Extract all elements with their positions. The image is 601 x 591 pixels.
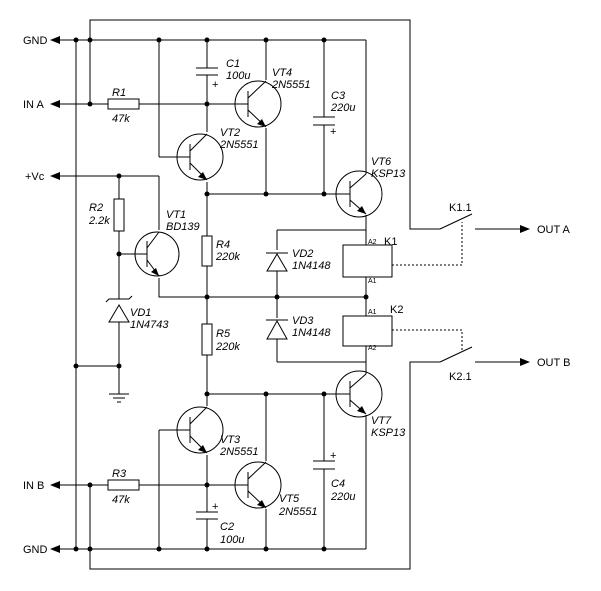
out-a-label: OUT A (537, 224, 570, 236)
resistor-r4 (201, 235, 213, 267)
capacitor-c1 (196, 60, 218, 83)
r3-value: 47k (112, 494, 130, 506)
vt1-value: BD139 (166, 221, 200, 233)
vt5-ref: VT5 (279, 493, 300, 505)
in-b-label: IN B (23, 480, 44, 492)
resistor-r1 (107, 98, 140, 110)
transistor-vt1 (133, 231, 180, 277)
resistor-r5 (201, 323, 213, 356)
vt5-value: 2N5551 (278, 506, 318, 518)
resistor-r2 (113, 198, 125, 232)
transistor-vt7 (335, 370, 383, 418)
k1-pin-a1: A1 (368, 278, 377, 285)
k2-pin-a2: A2 (368, 345, 377, 352)
k1-pin-a2: A2 (368, 239, 377, 246)
r3-ref: R3 (112, 468, 127, 480)
k2-pin-a1: A1 (368, 309, 377, 316)
wiring (58, 19, 520, 570)
junction-dots (73, 37, 369, 552)
capacitor-c4 (313, 460, 335, 470)
transistor-vt4 (234, 80, 282, 128)
c3-polarity: + (330, 126, 336, 138)
relay-coil-k1 (342, 244, 393, 278)
vt2-ref: VT2 (220, 127, 240, 139)
vt4-ref: VT4 (272, 67, 292, 79)
gnd-bottom-label: GND (23, 544, 48, 556)
relay-coil-k2 (342, 315, 393, 347)
k2-ref: K2 (390, 304, 403, 316)
transistor-vt6 (335, 170, 383, 218)
terminal-arrows (50, 36, 530, 553)
relay-mechanical-links (392, 222, 463, 352)
capacitor-c3 (313, 116, 335, 126)
vt3-value: 2N5551 (219, 446, 259, 458)
c2-ref: C2 (220, 521, 234, 533)
c2-value: 100u (220, 534, 244, 546)
r5-ref: R5 (216, 328, 231, 340)
c2-polarity: + (212, 501, 218, 513)
r4-ref: R4 (216, 239, 230, 251)
vt6-value: KSP13 (371, 168, 406, 180)
c4-value: 220u (330, 491, 355, 503)
c4-polarity: + (330, 450, 336, 462)
vc-label: +Vc (25, 171, 45, 183)
vd2-value: 1N4148 (292, 260, 331, 272)
vt6-ref: VT6 (371, 156, 392, 168)
zener-vd1 (105, 295, 133, 323)
r1-ref: R1 (112, 87, 126, 99)
vt1-ref: VT1 (166, 209, 186, 221)
gnd-top-label: GND (23, 35, 48, 47)
vd2-ref: VD2 (292, 248, 313, 260)
vt2-value: 2N5551 (219, 139, 259, 151)
c1-polarity: + (212, 79, 218, 91)
diode-vd2 (266, 252, 288, 272)
capacitor-c2 (196, 508, 218, 531)
resistor-r3 (107, 479, 140, 491)
ground-icon (109, 393, 129, 403)
vt3-ref: VT3 (220, 434, 241, 446)
transistor-vt2 (176, 133, 224, 181)
c1-ref: C1 (226, 58, 240, 70)
r2-ref: R2 (89, 202, 103, 214)
vd3-value: 1N4148 (292, 327, 331, 339)
vt7-value: KSP13 (371, 427, 406, 439)
k1-ref: K1 (384, 236, 397, 248)
vd1-ref: VD1 (130, 307, 151, 319)
c4-ref: C4 (331, 478, 345, 490)
out-b-label: OUT B (537, 357, 570, 369)
transistor-vt3 (176, 406, 224, 454)
k2-contact: K2.1 (449, 371, 472, 383)
r5-value: 220k (215, 341, 240, 353)
vt4-value: 2N5551 (271, 79, 311, 91)
c3-value: 220u (330, 102, 355, 114)
r2-value: 2.2k (88, 215, 110, 227)
vt7-ref: VT7 (371, 415, 392, 427)
vd1-value: 1N4743 (130, 319, 169, 331)
c1-value: 100u (226, 70, 250, 82)
transistor-vt5 (234, 461, 282, 509)
in-a-label: IN A (23, 99, 44, 111)
r4-value: 220k (215, 251, 240, 263)
c3-ref: C3 (331, 90, 346, 102)
vd3-ref: VD3 (292, 315, 314, 327)
k1-contact: K1.1 (449, 202, 472, 214)
diode-vd3 (266, 319, 288, 340)
r1-value: 47k (112, 113, 130, 125)
